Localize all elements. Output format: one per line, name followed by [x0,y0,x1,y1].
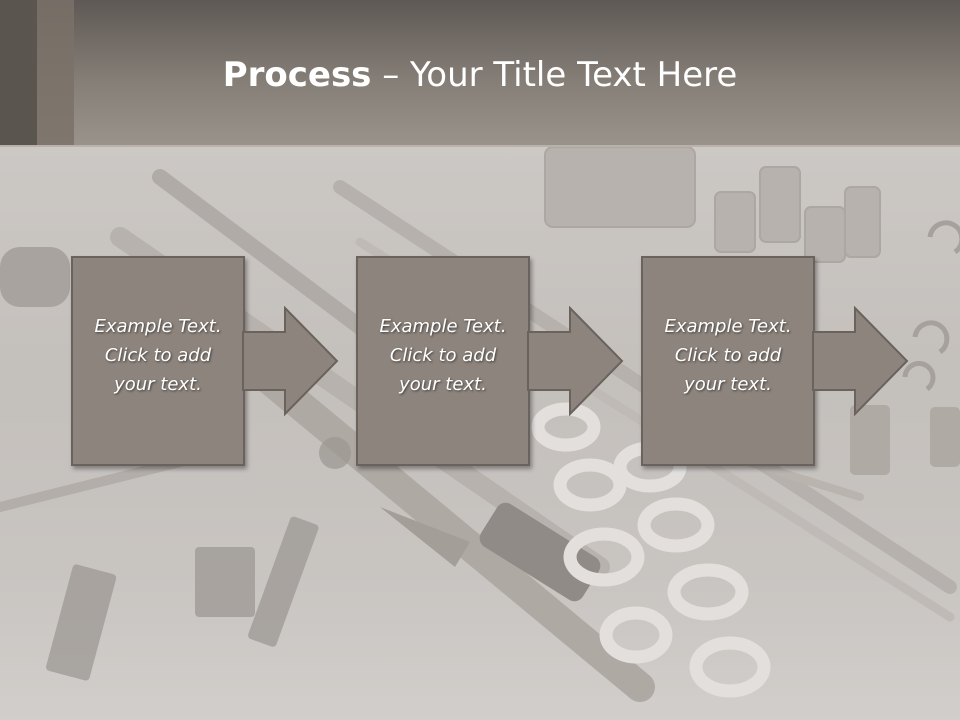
process-step-box[interactable]: Example Text. Click to add your text. [356,256,530,466]
step-text[interactable]: Example Text. Click to add your text. [94,316,222,395]
arrow-right-icon [527,306,624,416]
header-band: Process – Your Title Text Here [0,0,960,146]
process-step-box[interactable]: Example Text. Click to add your text. [641,256,815,466]
process-step-box[interactable]: Example Text. Click to add your text. [71,256,245,466]
title-rest: – Your Title Text Here [371,55,738,95]
slide-title[interactable]: Process – Your Title Text Here [0,50,960,100]
step-text[interactable]: Example Text. Click to add your text. [664,316,792,395]
header-divider [0,145,960,147]
title-bold: Process [222,55,372,95]
header-accent-strip [37,0,74,146]
arrow-right-icon [242,306,339,416]
arrow-right-icon [812,306,909,416]
header-accent-strip [0,0,37,146]
step-text[interactable]: Example Text. Click to add your text. [379,316,507,395]
